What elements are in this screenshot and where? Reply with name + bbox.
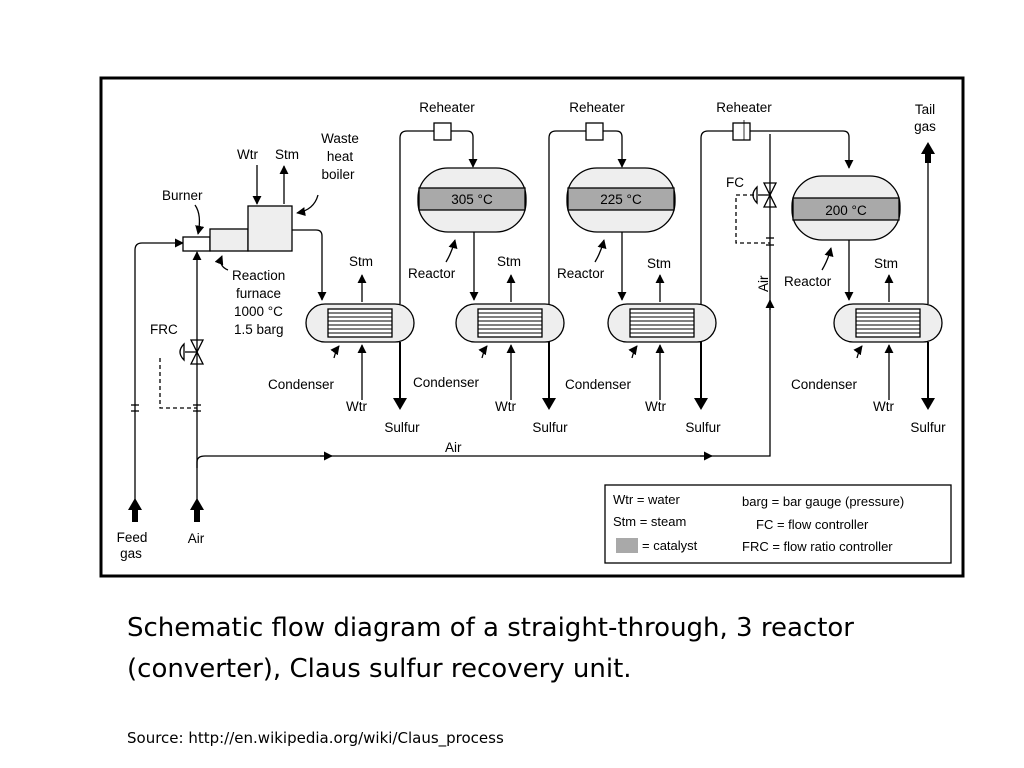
diagram-caption: Schematic flow diagram of a straight-thr… [127,613,854,684]
waste-heat-boiler-label-2: heat [327,149,354,164]
sulfur-label-4: Sulfur [910,420,946,435]
claus-process-diagram: 305 °C 225 °C 200 °C Burner Wtr Stm Wast… [99,76,965,578]
sulfur-arrow-3 [694,398,708,410]
wtr-label-2: Wtr [495,399,516,414]
legend-catalyst: = catalyst [642,538,698,553]
wtr-label-boiler: Wtr [237,147,258,162]
waste-heat-boiler [247,165,293,252]
stm-label-3: Stm [647,256,671,271]
condenser-1 [305,274,415,400]
burner [182,236,211,252]
legend-frc: FRC = flow ratio controller [742,539,893,554]
condenser-3 [607,274,717,400]
sulfur-label-3: Sulfur [685,420,721,435]
legend-fc: FC = flow controller [756,517,869,532]
feed-gas-arrow [128,498,142,510]
reactor-3-label: Reactor [784,274,832,289]
reaction-furnace [209,228,249,252]
legend-barg: barg = bar gauge (pressure) [742,494,904,509]
air-label-vertical: Air [756,275,771,292]
reactor-1-temperature: 305 °C [451,192,493,207]
tail-gas-arrow [921,142,935,154]
sulfur-arrow-4 [921,398,935,410]
feed-gas-label-2: gas [120,546,142,561]
condenser-1-label: Condenser [268,377,335,392]
diagram-frame [99,76,965,578]
sulfur-arrow-1 [393,398,407,410]
legend-catalyst-swatch [616,538,638,553]
legend-wtr: Wtr = water [613,492,680,507]
reaction-furnace-label-2: furnace [236,286,281,301]
frc-label: FRC [150,322,178,337]
condenser-2-label: Condenser [413,375,480,390]
tail-gas-label-1: Tail [915,102,935,117]
reheater-2-label: Reheater [569,100,625,115]
stm-label-4: Stm [874,256,898,271]
reheater-2 [548,122,627,304]
wtr-label-1: Wtr [346,399,367,414]
frc-valve [159,339,205,409]
feed-gas-label-1: Feed [117,530,148,545]
reheater-1-label: Reheater [419,100,475,115]
condenser-4 [833,274,943,400]
burner-label: Burner [162,188,203,203]
reactor-3-temperature: 200 °C [825,203,867,218]
waste-heat-boiler-label-1: Waste [321,131,359,146]
sulfur-arrow-2 [542,398,556,410]
reaction-furnace-label-1: Reaction [232,268,285,283]
air-inlet-arrow [190,498,204,510]
reactor-1: 305 °C [417,167,527,233]
air-label-main: Air [445,440,462,455]
reheater-3 [700,122,854,304]
reactor-2: 225 °C [566,167,676,233]
condenser-3-label: Condenser [565,377,632,392]
tail-gas-label-2: gas [914,119,936,134]
stm-label-boiler: Stm [275,147,299,162]
stm-label-2: Stm [497,254,521,269]
stm-label-1: Stm [349,254,373,269]
fc-valve [735,134,778,305]
wtr-label-4: Wtr [873,399,894,414]
reaction-furnace-label-4: 1.5 barg [234,322,284,337]
condenser-4-label: Condenser [791,377,858,392]
reheater-3-label: Reheater [716,100,772,115]
air-inlet-label: Air [188,531,205,546]
legend: Wtr = water Stm = steam = catalyst barg … [604,484,952,564]
source-link[interactable]: Source: http://en.wikipedia.org/wiki/Cla… [127,729,504,747]
reactor-2-temperature: 225 °C [600,192,642,207]
fc-label: FC [726,175,744,190]
reactor-3: 200 °C [791,175,901,241]
wtr-label-3: Wtr [645,399,666,414]
reheater-1 [399,122,478,304]
waste-heat-boiler-label-3: boiler [321,167,355,182]
reactor-1-label: Reactor [408,266,456,281]
legend-stm: Stm = steam [613,514,686,529]
reaction-furnace-label-3: 1000 °C [234,304,283,319]
reactor-2-label: Reactor [557,266,605,281]
sulfur-label-1: Sulfur [384,420,420,435]
feed-gas-line [131,238,184,500]
sulfur-label-2: Sulfur [532,420,568,435]
